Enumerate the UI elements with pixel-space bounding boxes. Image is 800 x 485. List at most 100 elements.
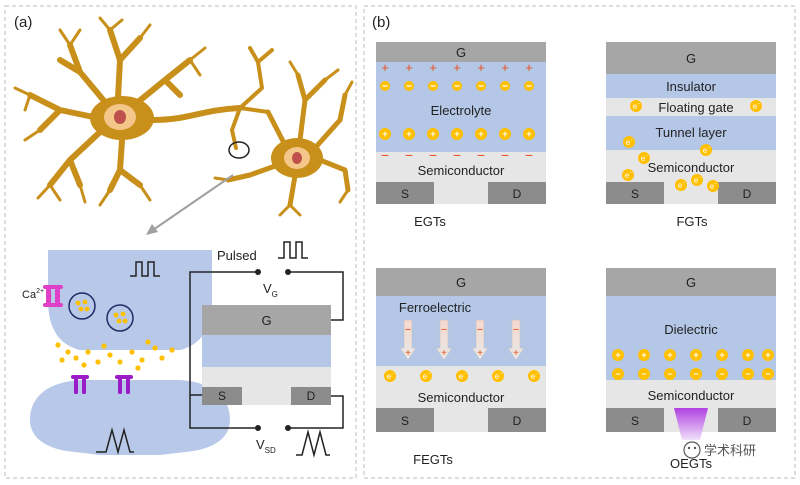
source-drain-voltage-label: VSD (256, 437, 276, 455)
panel-a-frame (4, 5, 357, 479)
svg-text:−: − (428, 371, 431, 377)
svg-text:−: − (631, 137, 634, 143)
anion-icon (476, 81, 486, 91)
svg-text:−: − (500, 371, 503, 377)
electron-icon: e− (420, 370, 432, 382)
cation-icon: + (523, 128, 535, 140)
fgt-device: G Insulator Floating gate Tunnel layer S… (606, 42, 776, 229)
panel-b-frame (363, 5, 796, 479)
anion-icon (404, 81, 414, 91)
oegt-light-beam (674, 408, 708, 440)
fgt-source-label: S (631, 187, 639, 201)
gate-positive-charge: + (381, 60, 389, 75)
svg-text:+: + (719, 350, 724, 360)
cation-icon: + (742, 349, 754, 361)
watermark-text: 学术科研 (704, 443, 756, 458)
ferroelectric-dipole-arrow: −+ (435, 319, 453, 361)
svg-text:+: + (765, 350, 770, 360)
svg-text:−: − (765, 369, 770, 379)
electron-icon: e− (638, 152, 650, 164)
gate-positive-charge: + (429, 60, 437, 75)
device-drain-label: D (307, 389, 316, 403)
svg-text:−: − (683, 180, 686, 186)
cation-icon: + (690, 349, 702, 361)
svg-text:+: + (406, 129, 411, 139)
source-drain-wire (290, 395, 344, 429)
anion-icon: − (762, 368, 774, 380)
svg-text:−: − (392, 371, 395, 377)
svg-text:−: − (536, 371, 539, 377)
electron-icon: e− (630, 100, 642, 112)
panel-b-label: (b) (372, 14, 390, 31)
fgt-floating-gate-label: Floating gate (658, 100, 733, 115)
svg-text:+: + (745, 350, 750, 360)
oegt-dielectric-label: Dielectric (664, 322, 718, 337)
gate-wire (189, 271, 258, 396)
fegt-ferroelectric-label: Ferroelectric (399, 300, 472, 315)
electron-icon: e− (750, 100, 762, 112)
svg-text:e: e (459, 372, 464, 381)
svg-text:−: − (615, 369, 620, 379)
svg-text:+: + (405, 348, 411, 359)
svg-text:+: + (615, 350, 620, 360)
svg-text:+: + (513, 348, 519, 359)
calcium-label: Ca2+ (22, 288, 44, 301)
electron-icon: e− (691, 174, 703, 186)
fegt-semiconductor-label: Semiconductor (418, 390, 505, 405)
svg-text:e: e (495, 372, 500, 381)
oegt-device: G Dielectric +++++++ −−−−−−− Semiconduct… (606, 268, 776, 471)
gate-positive-charge: + (405, 60, 413, 75)
cation-icon: + (475, 128, 487, 140)
svg-text:−: − (646, 153, 649, 159)
cation-icon: + (403, 128, 415, 140)
gate-voltage-label: VG (263, 281, 278, 299)
output-spike-icon (296, 429, 330, 458)
electron-icon: e− (700, 144, 712, 156)
svg-text:e: e (753, 102, 758, 111)
anion-icon: − (612, 368, 624, 380)
postsynaptic-spike-icon (96, 427, 134, 455)
input-pulse-train-icon (130, 261, 160, 277)
zoom-arrowhead (146, 224, 158, 235)
svg-text:e: e (633, 102, 638, 111)
pulsed-label: Pulsed (217, 248, 257, 263)
panel-a-label: (a) (14, 14, 32, 31)
fgt-tunnel-label: Tunnel layer (655, 125, 727, 140)
svg-text:e: e (710, 182, 715, 191)
svg-text:−: − (745, 369, 750, 379)
egt-semiconductor-label: Semiconductor (418, 163, 505, 178)
channel-negative-charge: − (525, 147, 533, 163)
svg-text:−: − (708, 145, 711, 151)
svg-text:−: − (699, 175, 702, 181)
svg-text:−: − (630, 170, 633, 176)
cation-icon: + (762, 349, 774, 361)
postsynaptic-receptor (71, 375, 133, 394)
svg-text:−: − (667, 369, 672, 379)
source-drain-terminal (255, 425, 261, 431)
anion-icon: − (716, 368, 728, 380)
anion-icon: − (690, 368, 702, 380)
channel-negative-charge: − (381, 147, 389, 163)
gate-wire (288, 271, 344, 321)
oegt-source-label: S (631, 414, 639, 428)
cation-icon: + (612, 349, 624, 361)
channel-negative-charge: − (429, 147, 437, 163)
svg-text:−: − (464, 371, 467, 377)
anion-icon (452, 81, 462, 91)
anion-icon (380, 81, 390, 91)
cation-icon: + (379, 128, 391, 140)
svg-text:−: − (513, 324, 519, 336)
egt-caption: EGTs (414, 214, 446, 229)
oegt-gate-label: G (686, 275, 696, 290)
svg-text:e: e (641, 154, 646, 163)
svg-text:+: + (693, 350, 698, 360)
svg-text:−: − (405, 324, 411, 336)
svg-text:−: − (693, 369, 698, 379)
fgt-gate-label: G (686, 51, 696, 66)
calcium-channel (43, 285, 63, 307)
neuron-illustration (13, 16, 354, 217)
electron-icon: e− (492, 370, 504, 382)
electron-icon: e− (456, 370, 468, 382)
presynaptic-terminal (48, 250, 212, 350)
anion-icon (524, 81, 534, 91)
